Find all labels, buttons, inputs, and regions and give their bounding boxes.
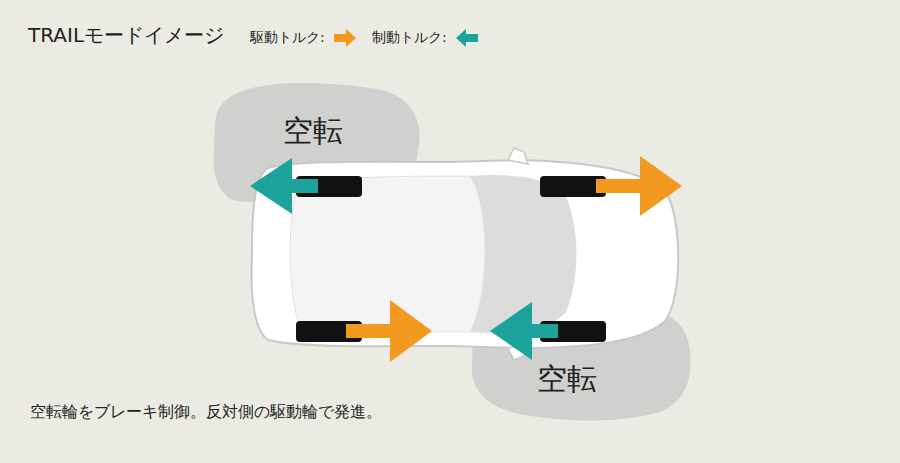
side-mirror: [508, 148, 528, 164]
legend-text: 駆動トルク:: [250, 29, 325, 45]
legend-text: 制動トルク:: [372, 29, 447, 45]
brake-torque-arrow: [490, 302, 558, 360]
roof: [290, 176, 485, 332]
legend-drive-arrow: [334, 29, 356, 47]
slip-label: 空転: [537, 362, 597, 397]
drive-torque-arrow: [596, 156, 682, 216]
legend-brake-arrow: [456, 29, 478, 47]
slip-label: 空転: [283, 114, 343, 149]
drive-torque-arrow: [346, 300, 432, 362]
diagram-title: TRAILモードイメージ: [28, 24, 224, 47]
brake-torque-arrow: [250, 158, 318, 214]
caption: 空転輪をブレーキ制御。反対側の駆動輪で発進。: [30, 403, 382, 421]
